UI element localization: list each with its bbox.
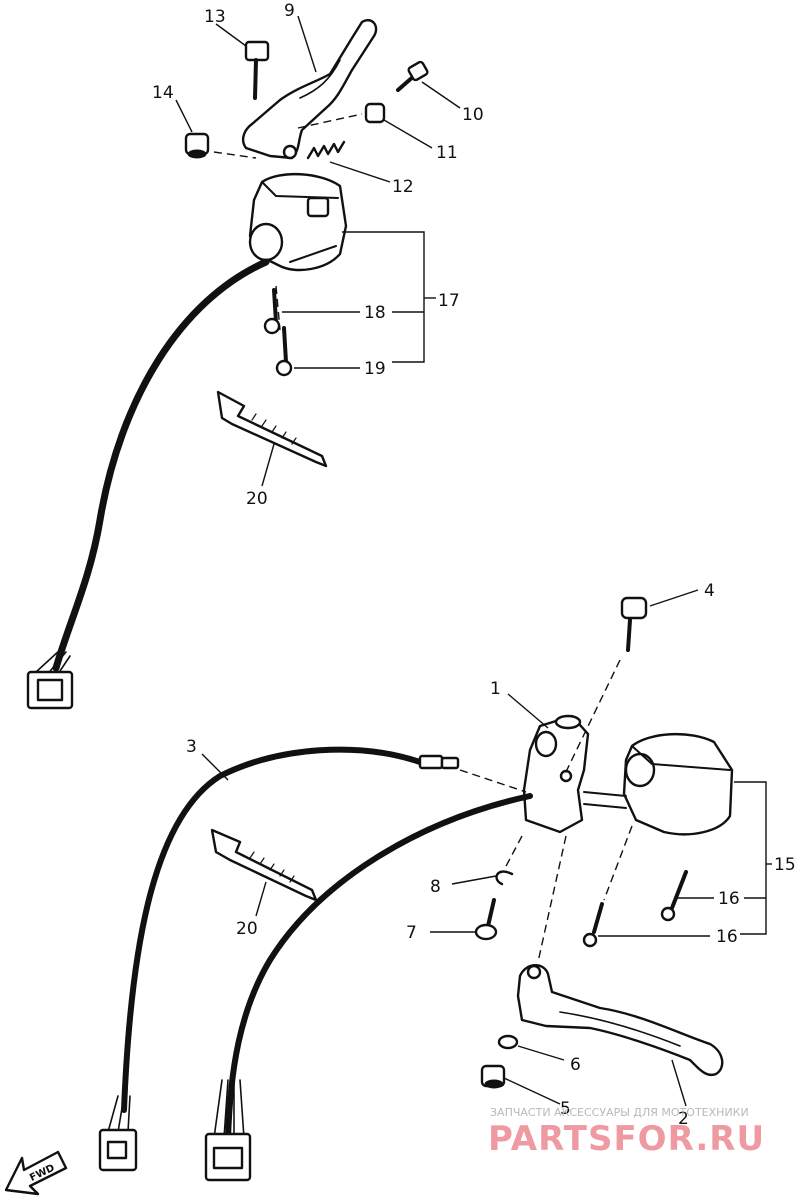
callout-numbers: 13 9 14 10 11 12 17 18 19 20 4 1 3 15 16… bbox=[152, 1, 796, 1129]
part-15-switch-housing bbox=[622, 732, 734, 836]
part-4-bolt bbox=[620, 596, 648, 652]
callout-8: 8 bbox=[430, 877, 441, 897]
callout-15: 15 bbox=[774, 855, 796, 875]
part-7-screw bbox=[474, 898, 498, 941]
part-3-cable bbox=[121, 746, 460, 1113]
watermark-caption: ЗАПЧАСТИ АКСЕССУАРЫ ДЛЯ МОТОТЕХНИКИ bbox=[490, 1106, 749, 1119]
part-2-lever bbox=[516, 964, 724, 1077]
lower-wire-harness bbox=[225, 793, 533, 1143]
part-14-nut bbox=[184, 132, 210, 159]
part-13-pivot-bolt bbox=[244, 40, 270, 100]
part-16-screw-upper bbox=[660, 870, 688, 922]
callout-10: 10 bbox=[462, 105, 484, 125]
part-5-nut bbox=[480, 1064, 506, 1089]
fwd-arrow: FWD bbox=[4, 1150, 68, 1196]
part-20-cable-tie-upper bbox=[216, 390, 328, 468]
callout-9: 9 bbox=[284, 1, 295, 21]
upper-connector bbox=[26, 670, 74, 710]
callout-2: 2 bbox=[678, 1109, 689, 1129]
lower-connector-right bbox=[204, 1079, 252, 1182]
part-17-switch-housing bbox=[248, 172, 348, 272]
part-9-lever bbox=[241, 19, 378, 160]
part-10-screw bbox=[396, 60, 429, 92]
part-16-screw-lower bbox=[582, 902, 604, 948]
callout-3: 3 bbox=[186, 737, 197, 757]
part-19-screw bbox=[275, 326, 293, 377]
part-20-cable-tie-lower bbox=[210, 828, 318, 902]
handlebar-tube bbox=[583, 791, 627, 809]
part-11-nut bbox=[364, 102, 386, 124]
callout-18: 18 bbox=[364, 303, 386, 323]
upper-wire-harness bbox=[35, 258, 270, 681]
watermark: ЗАПЧАСТИ АКСЕССУАРЫ ДЛЯ МОТОТЕХНИКИ PART… bbox=[488, 1106, 765, 1159]
callout-20-lower: 20 bbox=[236, 919, 258, 939]
part-1-lever-holder bbox=[522, 714, 590, 834]
callout-4: 4 bbox=[704, 581, 715, 601]
callout-17: 17 bbox=[438, 291, 460, 311]
lower-leader-lines bbox=[201, 589, 772, 1107]
callout-11: 11 bbox=[436, 143, 458, 163]
part-8-clip bbox=[495, 870, 514, 886]
callout-12: 12 bbox=[392, 177, 414, 197]
callout-14: 14 bbox=[152, 83, 174, 103]
callout-1: 1 bbox=[490, 679, 501, 699]
callout-6: 6 bbox=[570, 1055, 581, 1075]
callout-19: 19 bbox=[364, 359, 386, 379]
part-12-spring bbox=[306, 140, 346, 160]
lower-connector-left bbox=[98, 1095, 138, 1172]
callout-13: 13 bbox=[204, 7, 226, 27]
part-6-o-ring bbox=[497, 1034, 519, 1050]
callout-16-upper: 16 bbox=[718, 889, 740, 909]
callout-20-upper: 20 bbox=[246, 489, 268, 509]
callout-16-lower: 16 bbox=[716, 927, 738, 947]
upper-leader-lines bbox=[175, 15, 461, 487]
callout-5: 5 bbox=[560, 1099, 571, 1119]
part-18-screw bbox=[263, 288, 281, 335]
callout-7: 7 bbox=[406, 923, 417, 943]
watermark-logo: PARTSFOR.RU bbox=[488, 1119, 765, 1159]
